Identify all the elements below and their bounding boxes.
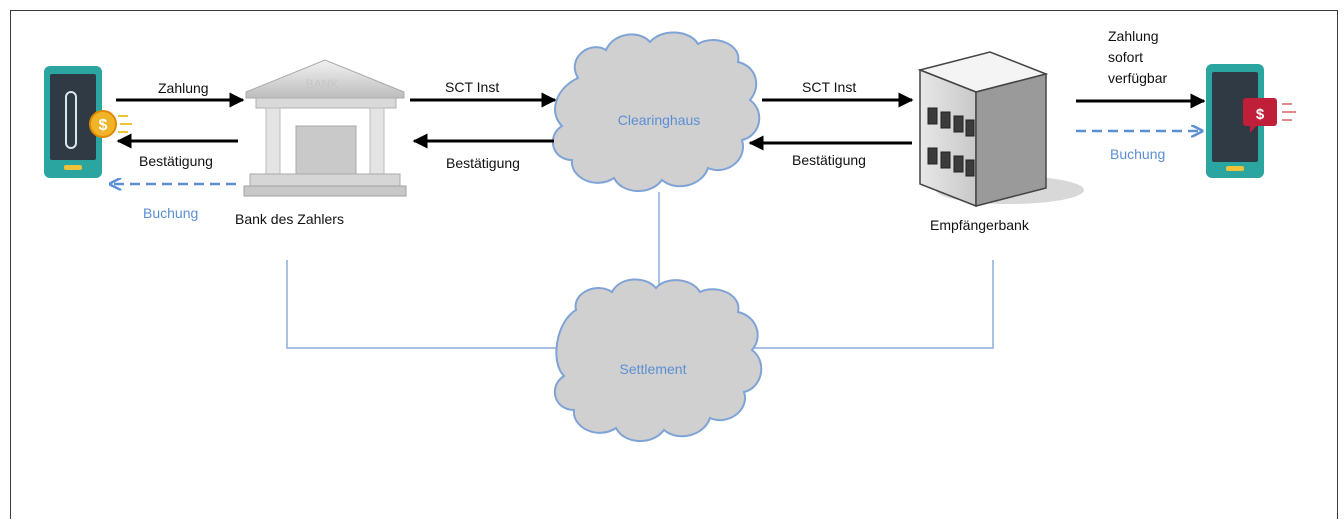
office-building-icon: [917, 51, 1084, 208]
label-settlement: Settlement: [619, 361, 687, 377]
settlement-cloud: [553, 278, 763, 443]
bank-sign: BANK: [306, 77, 339, 91]
label-buchung-left: Buchung: [143, 205, 199, 221]
smartphone-message-icon: $: [1206, 64, 1296, 178]
label-bank-des-zahlers: Bank des Zahlers: [235, 211, 344, 227]
label-bestaetigung-mid-right: Bestätigung: [792, 152, 866, 168]
bank-building-icon: [243, 59, 407, 197]
label-empfaengerbank: Empfängerbank: [930, 217, 1029, 233]
label-clearinghaus: Clearinghaus: [617, 112, 701, 128]
smartphone-coin-icon: $: [44, 66, 132, 178]
label-zahlung-sofort-verfuegbar: Zahlung sofort verfügbar: [1108, 26, 1198, 89]
label-buchung-right: Buchung: [1110, 146, 1166, 162]
label-bestaetigung-left: Bestätigung: [139, 153, 213, 169]
label-sct-inst-right: SCT Inst: [802, 79, 857, 95]
label-zahlung-sofort-line-2: sofort: [1108, 49, 1144, 65]
label-bestaetigung-mid-left: Bestätigung: [446, 155, 520, 171]
label-sct-inst-left: SCT Inst: [445, 79, 500, 95]
svg-text:$: $: [1256, 106, 1265, 123]
label-zahlung-sofort-line-3: verfügbar: [1108, 70, 1168, 86]
svg-text:$: $: [99, 117, 108, 134]
label-zahlung-left: Zahlung: [158, 80, 209, 96]
clearinghaus-cloud: [551, 31, 761, 193]
label-zahlung-sofort-line-1: Zahlung: [1108, 28, 1159, 44]
